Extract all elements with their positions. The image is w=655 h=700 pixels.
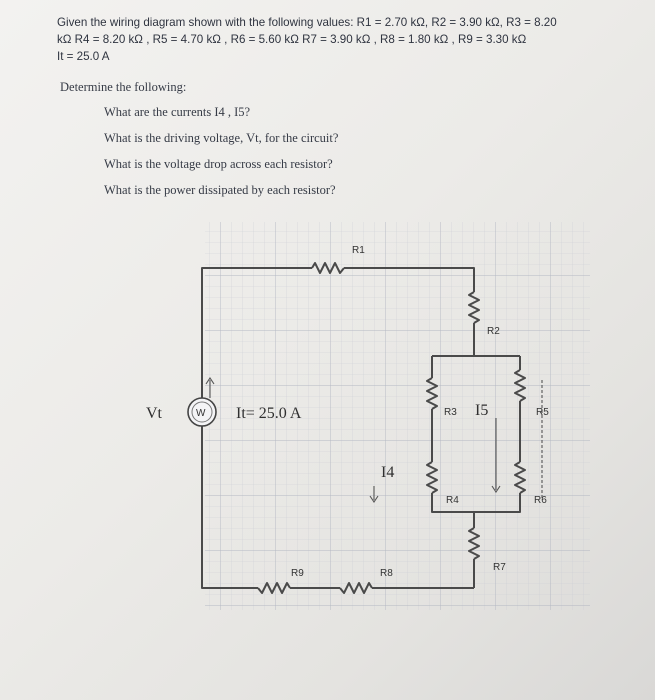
label-r4: R4 bbox=[446, 495, 459, 506]
task-power: What is the power dissipated by each res… bbox=[104, 183, 336, 197]
task-currents: What are the currents I4 , I5? bbox=[104, 105, 251, 119]
problem-line-2: kΩ R4 = 8.20 kΩ , R5 = 4.70 kΩ , R6 = 5.… bbox=[57, 33, 527, 46]
resistor-r2 bbox=[468, 291, 480, 324]
resistor-r1 bbox=[311, 262, 345, 274]
current-source: W bbox=[187, 397, 217, 427]
current-arrows bbox=[205, 377, 543, 503]
label-r3: R3 bbox=[444, 407, 457, 418]
it-arrow bbox=[205, 377, 215, 398]
label-i5: I5 bbox=[475, 402, 488, 419]
resistor-r9 bbox=[257, 582, 291, 594]
label-r1: R1 bbox=[352, 245, 365, 256]
task-voltage: What is the driving voltage, Vt, for the… bbox=[104, 131, 339, 145]
label-i4: I4 bbox=[381, 464, 394, 481]
label-it: It= 25.0 A bbox=[236, 405, 302, 422]
resistor-r8 bbox=[339, 582, 373, 594]
grid-paper bbox=[205, 222, 590, 610]
i4-arrow bbox=[369, 486, 379, 503]
task-voltage-drop: What is the voltage drop across each res… bbox=[104, 157, 333, 171]
wires bbox=[201, 262, 526, 594]
resistor-r5 bbox=[514, 369, 526, 402]
resistor-r4 bbox=[426, 461, 438, 494]
label-r5: R5 bbox=[536, 407, 549, 418]
tasks-heading: Determine the following: bbox=[60, 80, 187, 94]
source-symbol: W bbox=[196, 408, 206, 419]
problem-line-3: It = 25.0 A bbox=[57, 50, 110, 63]
problem-statement: Given the wiring diagram shown with the … bbox=[57, 14, 627, 65]
resistor-r3 bbox=[426, 377, 438, 410]
label-vt: Vt bbox=[146, 405, 163, 422]
label-r2: R2 bbox=[487, 326, 500, 337]
label-r6: R6 bbox=[534, 495, 547, 506]
resistor-r7 bbox=[468, 527, 480, 560]
resistor-r6 bbox=[514, 461, 526, 494]
problem-line-1: Given the wiring diagram shown with the … bbox=[57, 16, 557, 29]
label-r7: R7 bbox=[493, 562, 506, 573]
label-r9: R9 bbox=[291, 568, 304, 579]
label-r8: R8 bbox=[380, 568, 393, 579]
i5-arrow bbox=[491, 418, 501, 493]
